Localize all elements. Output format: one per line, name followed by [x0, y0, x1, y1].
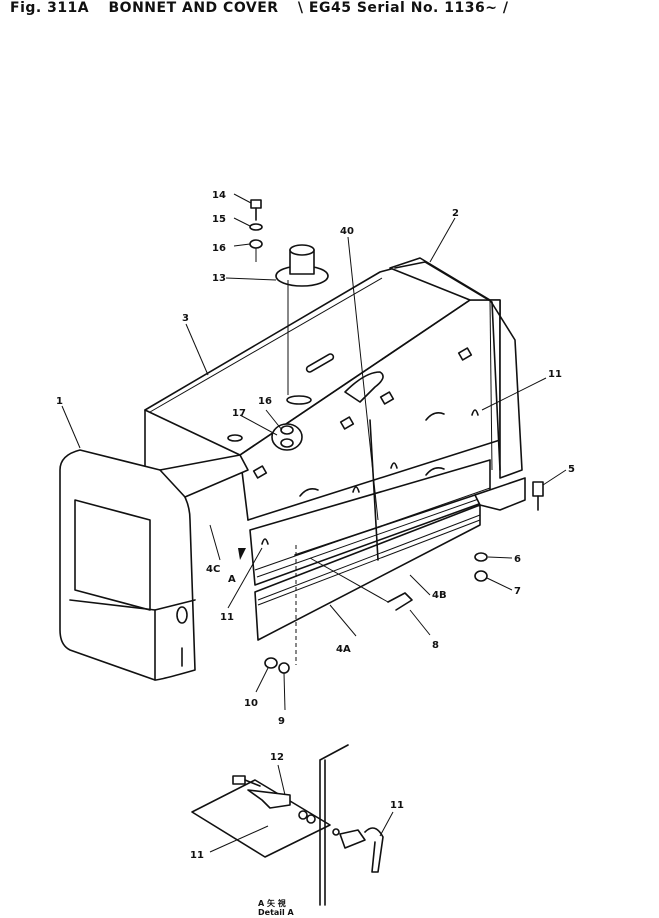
- callout-11-left: 11: [220, 612, 234, 623]
- detail-view: [191, 744, 384, 906]
- callout-14: 14: [212, 190, 226, 201]
- callout-40: 40: [340, 226, 354, 237]
- bolt-stack-top: [249, 199, 263, 262]
- callout-labels: 1 2 3 40 14 15 16 13 16 17 11 5 6 7 4B 8…: [56, 190, 575, 861]
- front-end-cap: [59, 449, 249, 681]
- callout-1: 1: [56, 396, 63, 407]
- callout-10: 10: [244, 698, 258, 709]
- bolt-stack-right: [474, 481, 544, 582]
- callout-13: 13: [212, 273, 226, 284]
- callout-6: 6: [514, 554, 521, 565]
- view-arrow-a: [238, 548, 246, 560]
- figure-title: Fig. 311A BONNET AND COVER \ EG45 Serial…: [10, 0, 522, 16]
- callout-4c: 4C: [206, 564, 220, 575]
- callout-16: 16: [212, 243, 226, 254]
- exhaust-outlet: [275, 244, 329, 405]
- figure-note: \ EG45 Serial No. 1136~ /: [297, 0, 509, 16]
- callout-view-a: A: [228, 574, 236, 585]
- callout-9: 9: [278, 716, 285, 727]
- callout-4a: 4A: [336, 644, 351, 655]
- detail-caption-line1: A 矢 視: [258, 898, 286, 908]
- callout-5: 5: [568, 464, 575, 475]
- top-cover-body: [144, 267, 526, 641]
- callout-15: 15: [212, 214, 226, 225]
- callout-17: 17: [232, 408, 246, 419]
- figure-number: Fig. 311A: [10, 0, 90, 16]
- rear-end-cap: [389, 257, 523, 479]
- leader-lines: [61, 193, 567, 853]
- callout-8: 8: [432, 640, 439, 651]
- detail-caption-line2: Detail A: [258, 908, 295, 917]
- figure-name: BONNET AND COVER: [108, 0, 279, 16]
- cover-handle: [309, 557, 413, 611]
- callout-12: 12: [270, 752, 284, 763]
- callout-11-detail: 11: [190, 850, 204, 861]
- callout-2: 2: [452, 208, 459, 219]
- callout-11-top: 11: [548, 369, 562, 380]
- callout-3: 3: [182, 313, 189, 324]
- detail-caption: A 矢 視 Detail A: [258, 898, 295, 917]
- callout-4b: 4B: [432, 590, 447, 601]
- filler-cap: [271, 423, 303, 451]
- callout-11-latch: 11: [390, 800, 404, 811]
- callout-7: 7: [514, 586, 521, 597]
- callout-16-cap: 16: [258, 396, 272, 407]
